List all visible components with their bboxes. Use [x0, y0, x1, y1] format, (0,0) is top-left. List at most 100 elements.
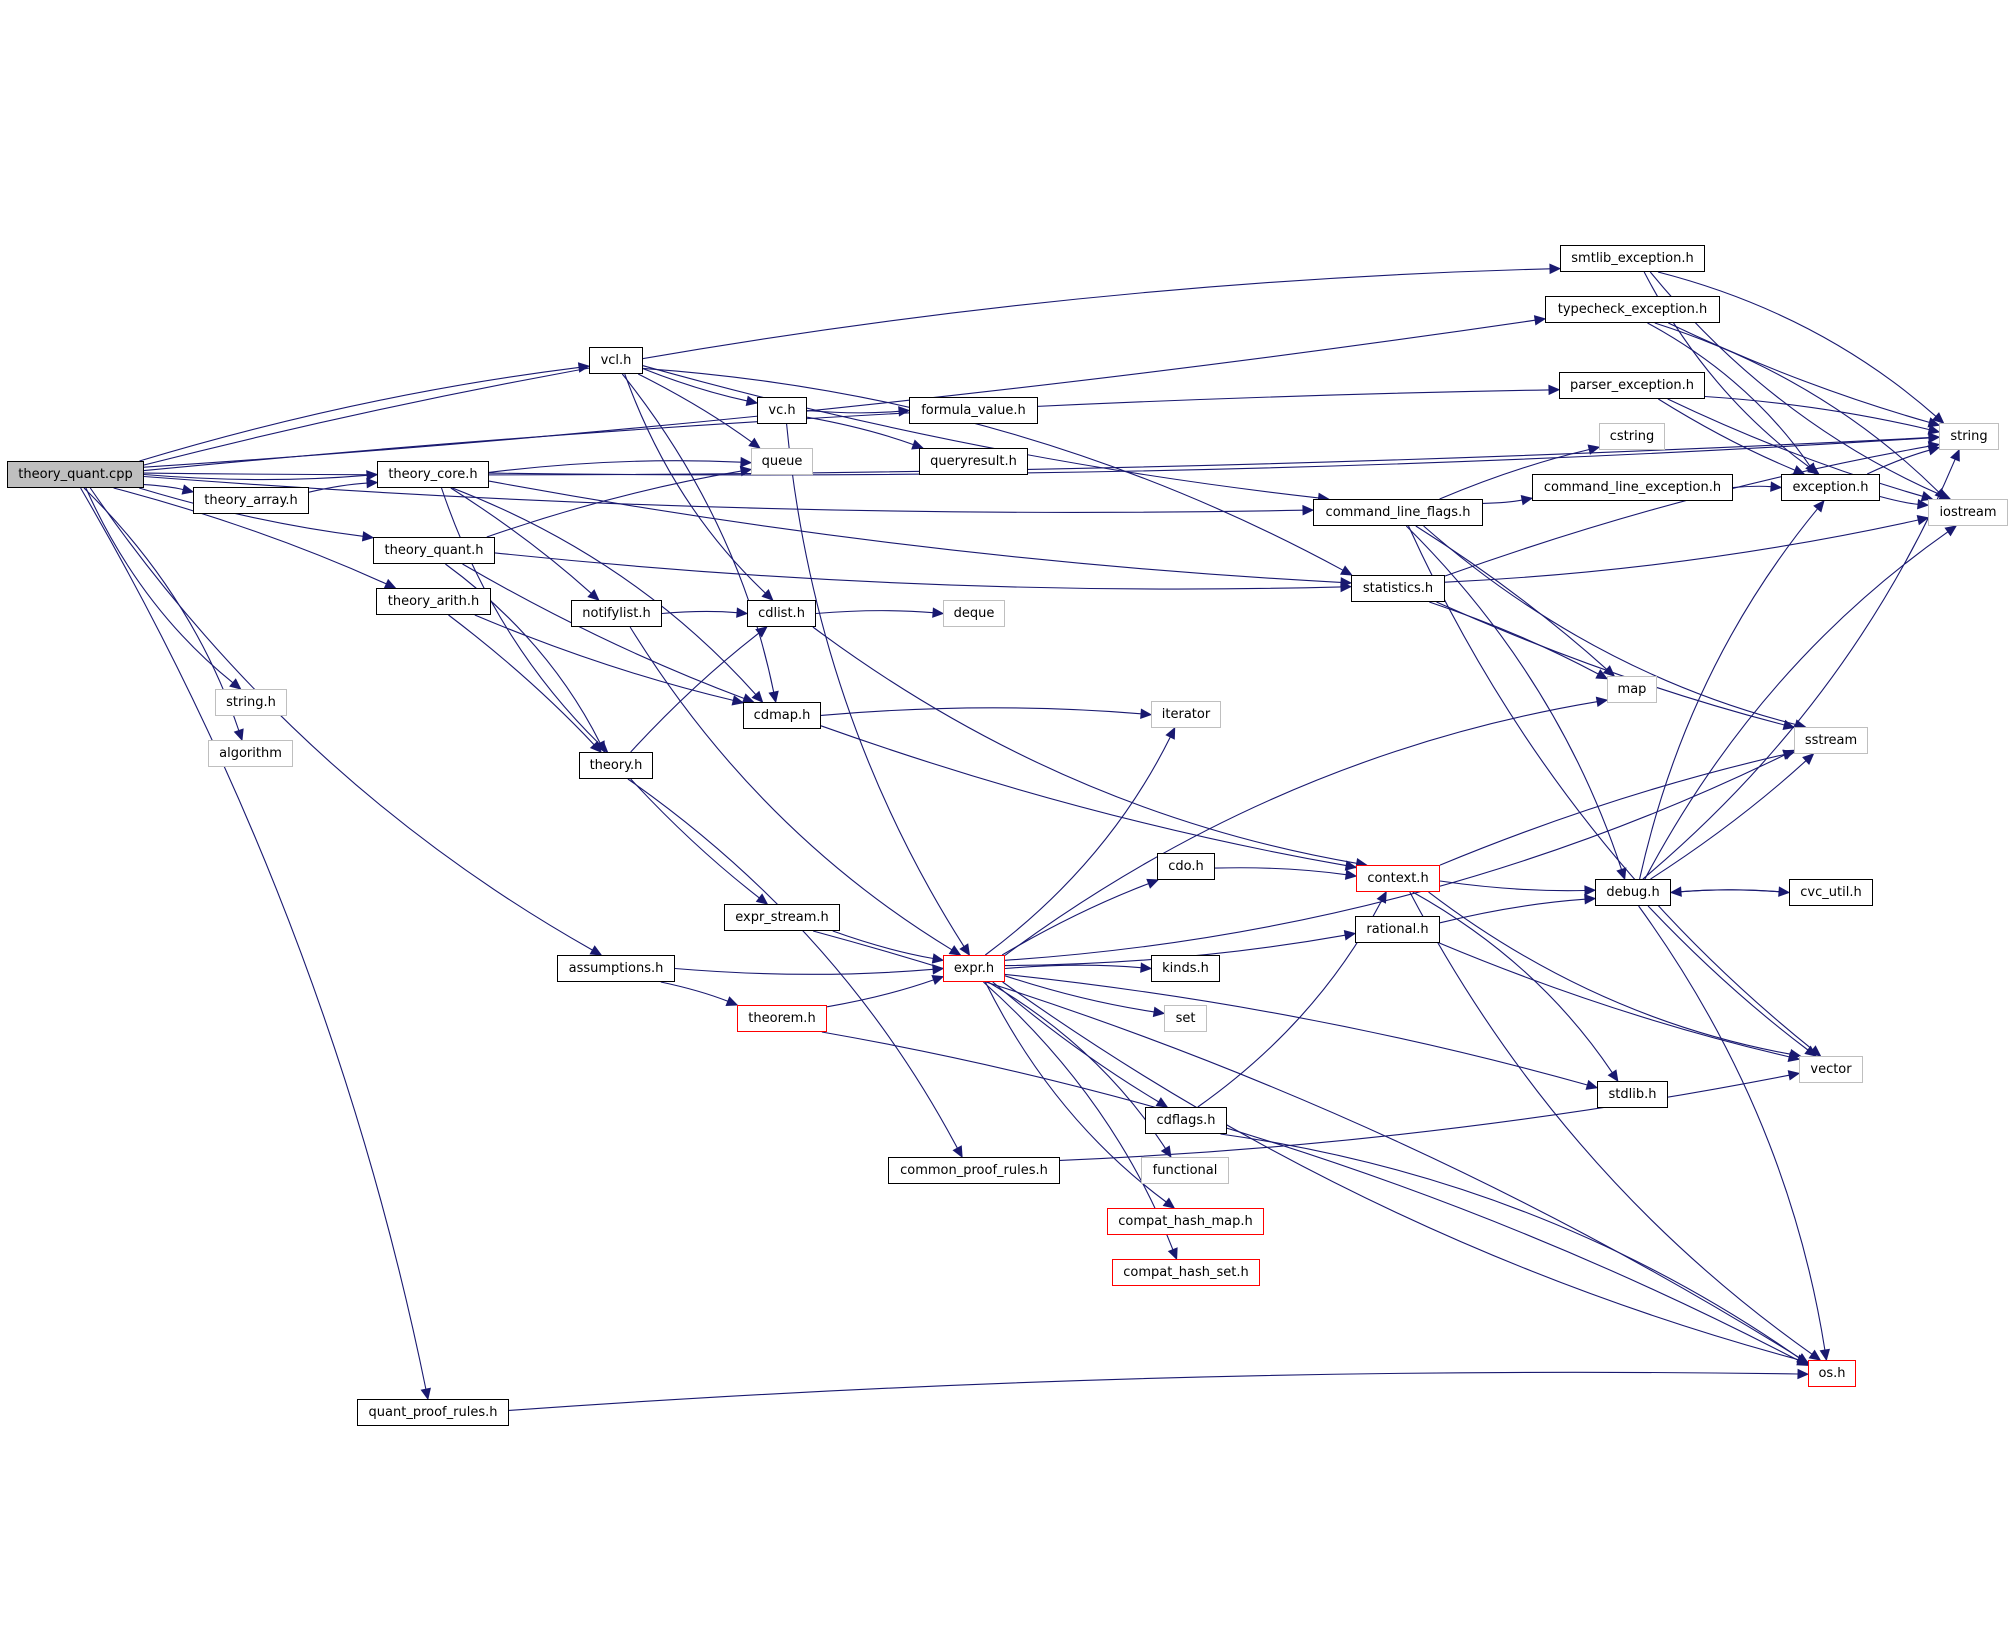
arrowhead-icon — [1797, 1368, 1810, 1380]
node-label: queryresult.h — [930, 454, 1017, 469]
node-kinds-h[interactable]: kinds.h — [1151, 955, 1220, 982]
node-os-h[interactable]: os.h — [1808, 1360, 1856, 1387]
node-parser-exception-h[interactable]: parser_exception.h — [1559, 372, 1705, 399]
node-rational-h[interactable]: rational.h — [1355, 916, 1440, 943]
node-label: assumptions.h — [568, 961, 664, 976]
edge-command-line-flags-h-to-debug-h — [1405, 525, 1623, 870]
arrowhead-icon — [1549, 263, 1562, 275]
edge-command-line-flags-h-to-sstream — [1423, 525, 1796, 726]
node-cdmap-h[interactable]: cdmap.h — [743, 702, 821, 729]
node-theory-h[interactable]: theory.h — [579, 752, 653, 779]
arrowhead-icon — [1533, 315, 1547, 326]
node-notifylist-h[interactable]: notifylist.h — [571, 600, 662, 627]
node-typecheck-exception-h[interactable]: typecheck_exception.h — [1545, 296, 1720, 323]
arrowhead-icon — [725, 996, 739, 1007]
node-label: string — [1950, 429, 1988, 444]
node-vc-h[interactable]: vc.h — [757, 397, 807, 424]
node-cdlist-h[interactable]: cdlist.h — [747, 600, 816, 627]
node-cdflags-h[interactable]: cdflags.h — [1145, 1107, 1227, 1134]
arrowhead-icon — [755, 626, 768, 638]
node-label: common_proof_rules.h — [900, 1163, 1048, 1178]
arrowhead-icon — [1162, 1197, 1176, 1209]
node-label: cvc_util.h — [1800, 885, 1862, 900]
arrowhead-icon — [1155, 1097, 1169, 1108]
arrowhead-icon — [1595, 696, 1609, 708]
node-common-proof-rules-h[interactable]: common_proof_rules.h — [888, 1157, 1060, 1184]
arrowhead-icon — [1140, 962, 1153, 973]
node-formula-value-h[interactable]: formula_value.h — [909, 397, 1038, 424]
node-label: rational.h — [1366, 922, 1429, 937]
edge-theory-quant-cpp-to-string-h — [85, 487, 234, 684]
edge-theory-quant-cpp-to-theory-array-h — [143, 484, 184, 491]
arrowhead-icon — [1587, 444, 1601, 455]
arrowhead-icon — [587, 589, 600, 601]
edge-theory-quant-cpp-to-vcl-h — [139, 366, 580, 462]
node-label: smtlib_exception.h — [1571, 251, 1694, 266]
arrowhead-icon — [1927, 424, 1941, 435]
arrowhead-icon — [1520, 495, 1534, 506]
edge-debug-h-to-sstream — [1650, 760, 1807, 880]
node-context-h[interactable]: context.h — [1356, 865, 1440, 892]
edge-cdlist-h-to-context-h — [812, 626, 1357, 864]
node-label: theorem.h — [748, 1011, 816, 1026]
arrowhead-icon — [736, 607, 749, 618]
arrowhead-icon — [731, 695, 745, 706]
node-statistics-h[interactable]: statistics.h — [1351, 575, 1445, 602]
arrowhead-icon — [1302, 504, 1315, 516]
node-assumptions-h[interactable]: assumptions.h — [557, 955, 675, 982]
node-cvc-util-h[interactable]: cvc_util.h — [1789, 879, 1873, 906]
edge-vc-h-to-queryresult-h — [806, 416, 914, 446]
node-label: parser_exception.h — [1569, 378, 1695, 393]
edge-quant-proof-rules-h-to-os-h — [508, 1371, 1799, 1411]
edge-assumptions-h-to-expr-h — [674, 967, 934, 975]
edge-theory-core-h-to-queue — [488, 460, 742, 473]
edge-theory-quant-h-to-theory-h — [445, 563, 601, 744]
node-queryresult-h[interactable]: queryresult.h — [919, 448, 1028, 475]
edge-vcl-h-to-cdlist-h — [624, 373, 766, 594]
node-theory-core-h[interactable]: theory_core.h — [377, 461, 489, 488]
edge-cvc-util-h-to-debug-h — [1680, 889, 1790, 894]
edge-theory-core-h-to-cdmap-h — [452, 487, 757, 695]
node-stdlib-h[interactable]: stdlib.h — [1597, 1081, 1668, 1108]
edge-theory-quant-cpp-to-assumptions-h — [89, 487, 593, 951]
node-cdo-h[interactable]: cdo.h — [1157, 853, 1215, 880]
arrowhead-icon — [589, 945, 603, 956]
edge-vc-h-to-formula-value-h — [806, 409, 900, 414]
edge-theory-h-to-cdlist-h — [630, 632, 760, 753]
node-expr-stream-h[interactable]: expr_stream.h — [724, 904, 840, 931]
node-compat-hash-set-h[interactable]: compat_hash_set.h — [1112, 1259, 1260, 1286]
node-label: expr.h — [953, 961, 995, 976]
edge-cdlist-h-to-deque — [815, 610, 934, 615]
arrowhead-icon — [229, 678, 242, 690]
edge-parser-exception-h-to-exception-h — [1658, 398, 1796, 471]
node-expr-h[interactable]: expr.h — [943, 955, 1005, 982]
edge-theory-quant-cpp-to-smtlib-exception-h — [143, 268, 1551, 466]
node-theory-quant-h[interactable]: theory_quant.h — [373, 537, 495, 564]
node-command-line-exception-h[interactable]: command_line_exception.h — [1532, 474, 1733, 501]
node-label: theory_arith.h — [387, 594, 480, 609]
node-theory-array-h[interactable]: theory_array.h — [193, 487, 309, 514]
arrowhead-icon — [1944, 525, 1958, 537]
node-smtlib-exception-h[interactable]: smtlib_exception.h — [1560, 245, 1705, 272]
arrowhead-icon — [1813, 500, 1825, 513]
node-quant-proof-rules-h[interactable]: quant_proof_rules.h — [357, 1399, 509, 1426]
node-vcl-h[interactable]: vcl.h — [589, 347, 643, 374]
node-debug-h[interactable]: debug.h — [1595, 879, 1671, 906]
arrowhead-icon — [1343, 930, 1357, 941]
node-label: iostream — [1939, 505, 1997, 520]
node-label: typecheck_exception.h — [1557, 302, 1708, 317]
node-command-line-flags-h[interactable]: command_line_flags.h — [1313, 499, 1483, 526]
arrowhead-icon — [1167, 1247, 1178, 1261]
edge-expr-stream-h-to-expr-h — [832, 930, 934, 960]
edge-typecheck-exception-h-to-iostream — [1654, 322, 1939, 493]
edge-parser-exception-h-to-string — [1704, 395, 1930, 431]
edge-smtlib-exception-h-to-string — [1657, 271, 1937, 417]
edge-theory-array-h-to-theory-core-h — [308, 482, 368, 493]
node-theory-arith-h[interactable]: theory_arith.h — [376, 588, 491, 615]
arrowhead-icon — [1165, 726, 1176, 740]
node-compat-hash-map-h[interactable]: compat_hash_map.h — [1107, 1208, 1264, 1235]
node-theorem-h[interactable]: theorem.h — [737, 1005, 827, 1032]
node-exception-h[interactable]: exception.h — [1781, 474, 1880, 501]
edge-parser-exception-h-to-iostream — [1667, 398, 1923, 497]
arrowhead-icon — [755, 893, 769, 905]
